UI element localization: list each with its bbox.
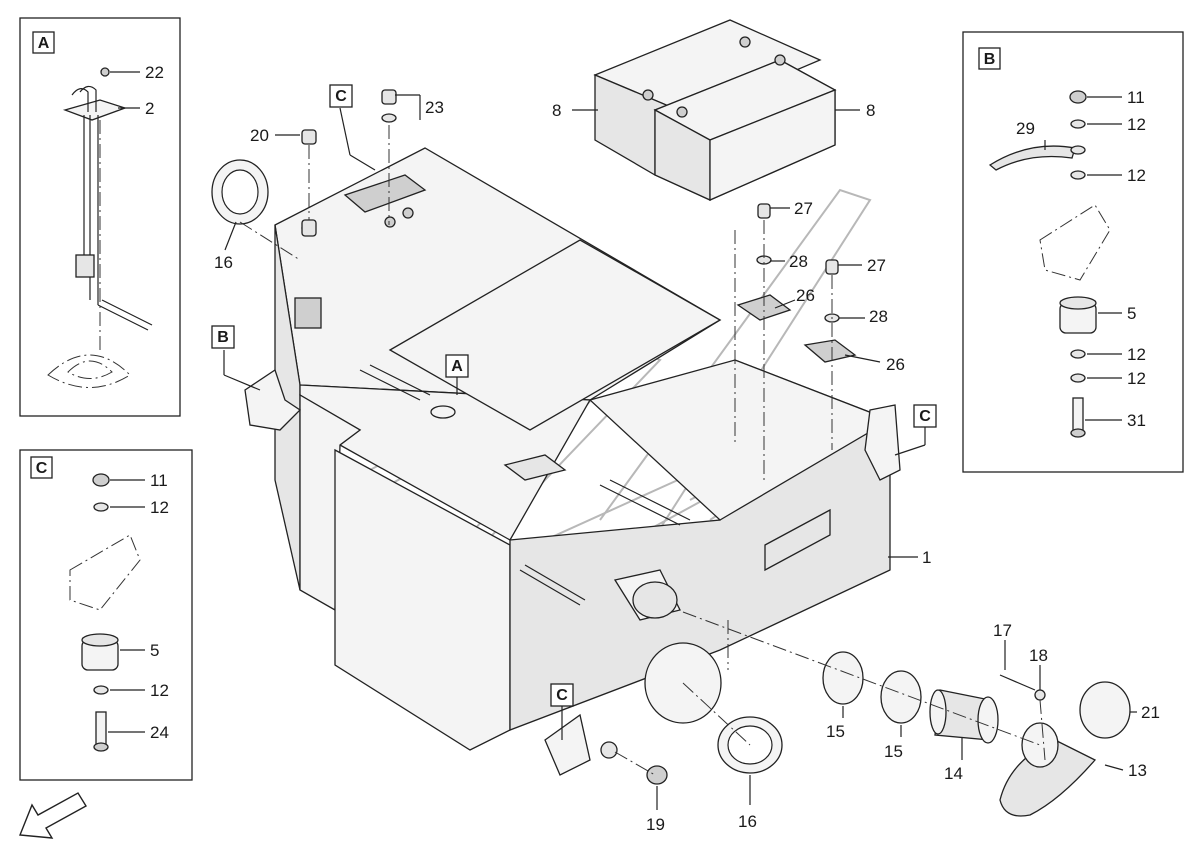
callout-27-b: 27 (867, 256, 886, 275)
inset-b: B 11 12 29 12 5 12 12 31 (962, 31, 1184, 473)
callout-26-b: 26 (886, 355, 905, 374)
batteries (572, 19, 860, 202)
tag-c-bottom: C (556, 687, 568, 704)
assembly-lines (239, 125, 1046, 776)
callout-8-left: 8 (552, 101, 561, 120)
callout-b-31: 31 (1127, 411, 1146, 430)
callout-b-12b: 12 (1127, 166, 1146, 185)
leader-lines (223, 94, 1137, 810)
callout-20: 20 (250, 126, 269, 145)
tag-a-mid: A (451, 358, 463, 375)
bracket-c-right (864, 404, 901, 481)
bracket-c-bottom (544, 713, 591, 776)
callout-8-right: 8 (866, 101, 875, 120)
callout-15-b: 15 (884, 742, 903, 761)
inset-a: A 22 2 (19, 17, 181, 417)
callout-14: 14 (944, 764, 963, 783)
callout-17: 17 (993, 621, 1012, 640)
callout-23: 23 (425, 98, 444, 117)
callout-1: 1 (922, 548, 931, 567)
inset-a-tag: A (38, 35, 50, 52)
callout-28-b: 28 (869, 307, 888, 326)
fuel-tank (274, 147, 892, 751)
callout-b-5: 5 (1127, 304, 1136, 323)
callout-a-2: 2 (145, 99, 154, 118)
tag-b-left: B (217, 329, 229, 346)
callouts: 23 20 16 27 28 27 26 28 26 1 17 18 21 15… (214, 98, 1160, 834)
callout-a-22: 22 (145, 63, 164, 82)
tag-c-right: C (919, 408, 931, 425)
callout-28-a: 28 (789, 252, 808, 271)
tag-boxes: C B A C C (211, 84, 937, 707)
callout-16-top: 16 (214, 253, 233, 272)
callout-c-24: 24 (150, 723, 169, 742)
tag-c-top: C (335, 88, 347, 105)
callout-b-12a: 12 (1127, 115, 1146, 134)
callout-c-12b: 12 (150, 681, 169, 700)
callout-c-12a: 12 (150, 498, 169, 517)
direction-arrow-icon (19, 792, 87, 839)
callout-c-5: 5 (150, 641, 159, 660)
callout-b-11: 11 (1127, 88, 1145, 107)
callout-b-29: 29 (1016, 119, 1035, 138)
hose-assembly (822, 651, 1131, 817)
callout-c-11: 11 (150, 471, 168, 490)
hardware-right (736, 203, 857, 363)
filler-neck (211, 89, 783, 785)
callout-b-12d: 12 (1127, 369, 1146, 388)
callout-15-a: 15 (826, 722, 845, 741)
callout-b-12c: 12 (1127, 345, 1146, 364)
callout-19: 19 (646, 815, 665, 834)
callout-26-a: 26 (796, 286, 815, 305)
callout-13: 13 (1128, 761, 1147, 780)
callout-27-a: 27 (794, 199, 813, 218)
bracket-b-left (244, 368, 302, 431)
inset-c: C 11 12 5 12 24 (19, 449, 193, 781)
callout-16-bottom: 16 (738, 812, 757, 831)
callout-21: 21 (1141, 703, 1160, 722)
inset-b-tag: B (984, 51, 996, 68)
inset-c-tag: C (36, 460, 48, 477)
callout-18: 18 (1029, 646, 1048, 665)
